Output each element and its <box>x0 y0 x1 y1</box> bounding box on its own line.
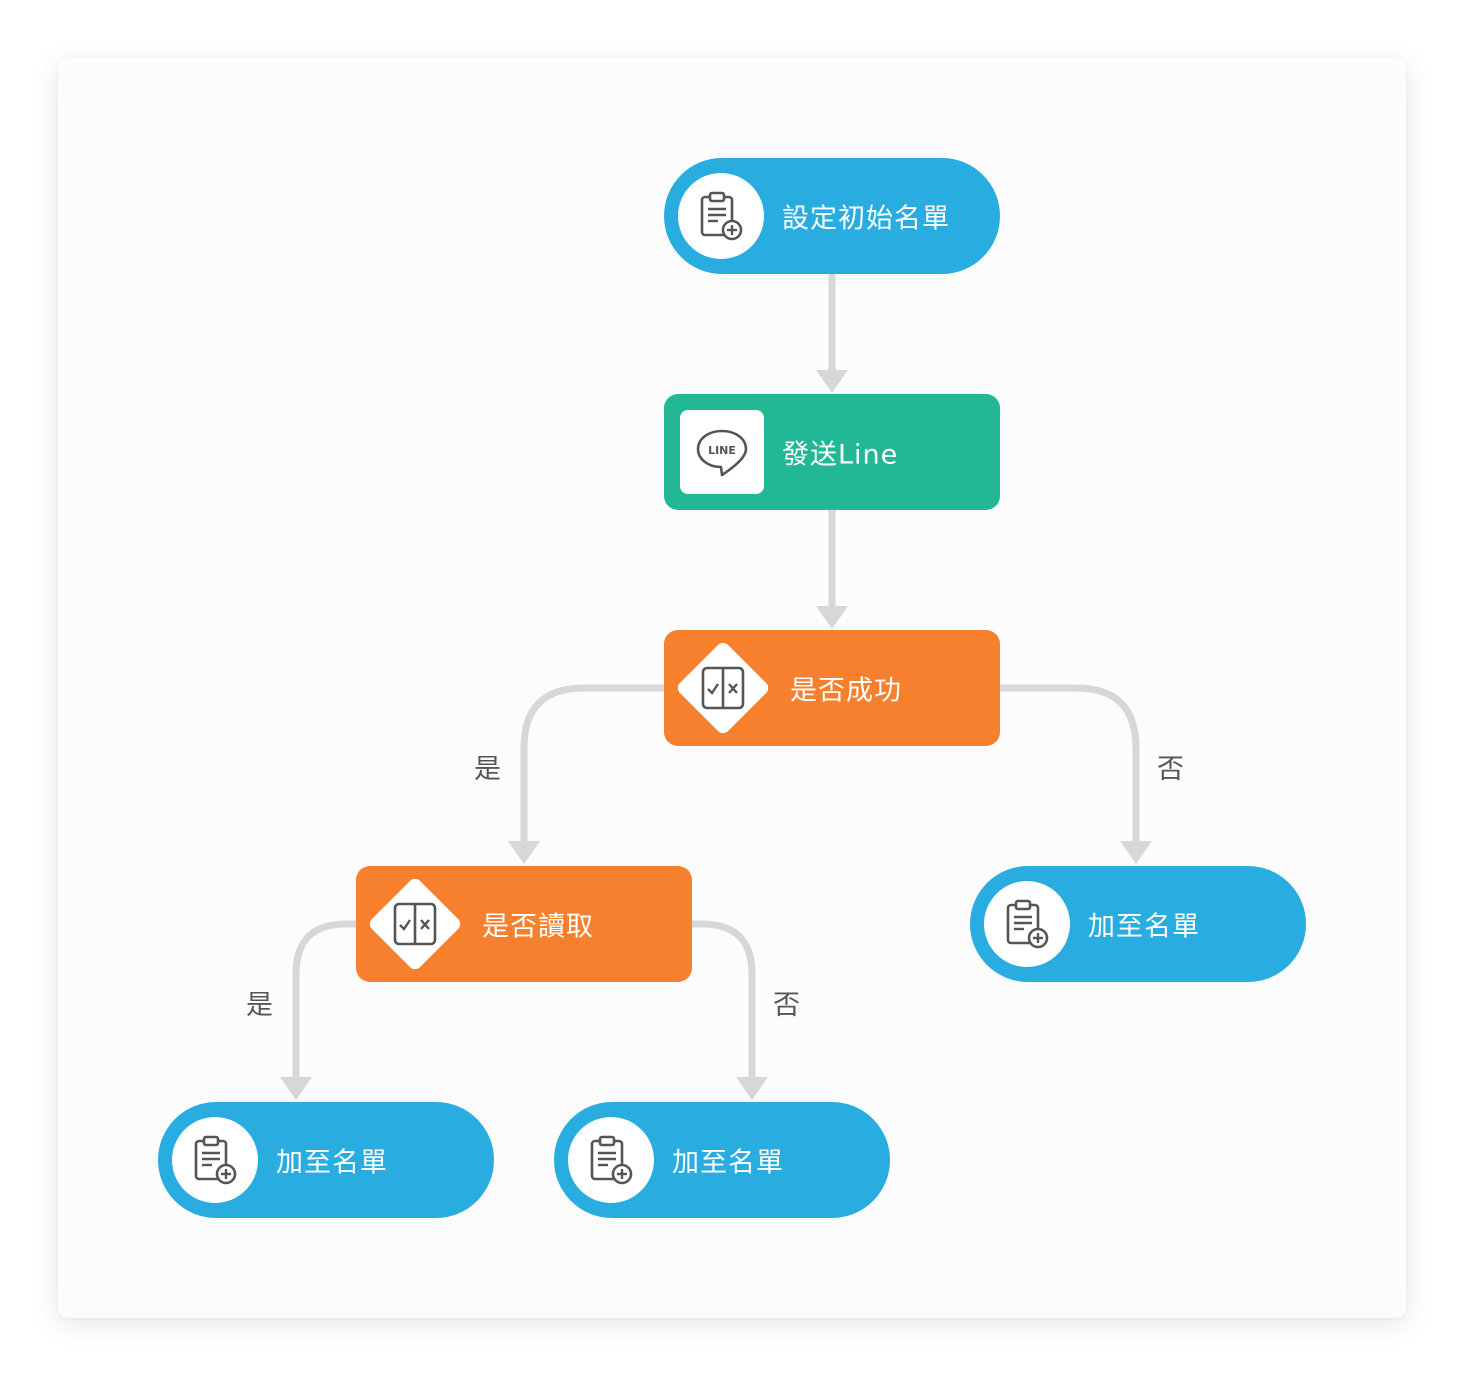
edge-read-no <box>692 920 756 1079</box>
node-label: 是否讀取 <box>482 911 594 943</box>
node-set-initial-list[interactable]: 設定初始名單 <box>664 158 1000 274</box>
edge-read-yes <box>292 920 356 1079</box>
arrowhead <box>816 606 848 629</box>
node-label: 設定初始名單 <box>782 203 950 235</box>
arrowhead <box>736 1077 768 1100</box>
line-icon-text: LINE <box>708 444 736 457</box>
edge-label-success-yes: 是 <box>474 754 501 785</box>
decision-check-x-icon <box>366 875 464 973</box>
node-label: 加至名單 <box>276 1147 388 1179</box>
node-decision-read[interactable]: 是否讀取 <box>356 866 692 982</box>
node-decision-success[interactable]: 是否成功 <box>664 630 1000 746</box>
edge-label-read-yes: 是 <box>246 990 273 1021</box>
clipboard-add-icon <box>568 1117 654 1203</box>
node-label: 加至名單 <box>672 1147 784 1179</box>
node-add-list-fail[interactable]: 加至名單 <box>970 866 1306 982</box>
node-add-list-unread[interactable]: 加至名單 <box>554 1102 890 1218</box>
edge-label-success-no: 否 <box>1157 754 1184 785</box>
line-chat-icon: LINE <box>680 410 764 494</box>
node-send-line[interactable]: LINE 發送Line <box>664 394 1000 510</box>
node-label: 加至名單 <box>1088 911 1200 943</box>
edge-success-yes <box>520 684 664 843</box>
clipboard-add-icon <box>678 173 764 259</box>
arrowhead <box>280 1077 312 1100</box>
clipboard-add-icon <box>984 881 1070 967</box>
decision-check-x-icon <box>674 639 772 737</box>
edge-success-no <box>1000 684 1140 843</box>
node-label: 是否成功 <box>790 675 902 707</box>
arrowhead <box>508 841 540 864</box>
arrowhead <box>816 370 848 393</box>
edge-label-read-no: 否 <box>773 990 800 1021</box>
node-add-list-read[interactable]: 加至名單 <box>158 1102 494 1218</box>
clipboard-add-icon <box>172 1117 258 1203</box>
arrowhead <box>1120 841 1152 864</box>
node-label: 發送Line <box>782 439 899 471</box>
